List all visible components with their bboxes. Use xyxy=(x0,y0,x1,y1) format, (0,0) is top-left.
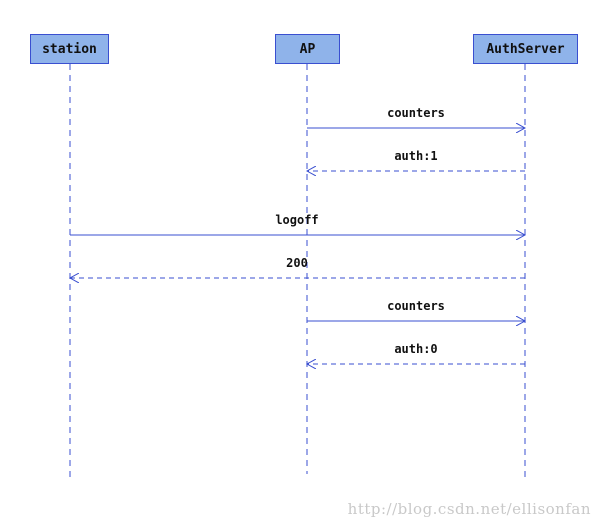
message-label-counters-1: counters xyxy=(387,106,445,120)
actor-ap: AP xyxy=(275,34,340,64)
message-label-200: 200 xyxy=(286,256,308,270)
message-label-auth1: auth:1 xyxy=(394,149,437,163)
watermark-text: http://blog.csdn.net/ellisonfan xyxy=(347,500,591,518)
actor-station: station xyxy=(30,34,109,64)
message-label-counters-2: counters xyxy=(387,299,445,313)
message-label-logoff: logoff xyxy=(275,213,318,227)
actor-authserver: AuthServer xyxy=(473,34,578,64)
message-label-auth0: auth:0 xyxy=(394,342,437,356)
